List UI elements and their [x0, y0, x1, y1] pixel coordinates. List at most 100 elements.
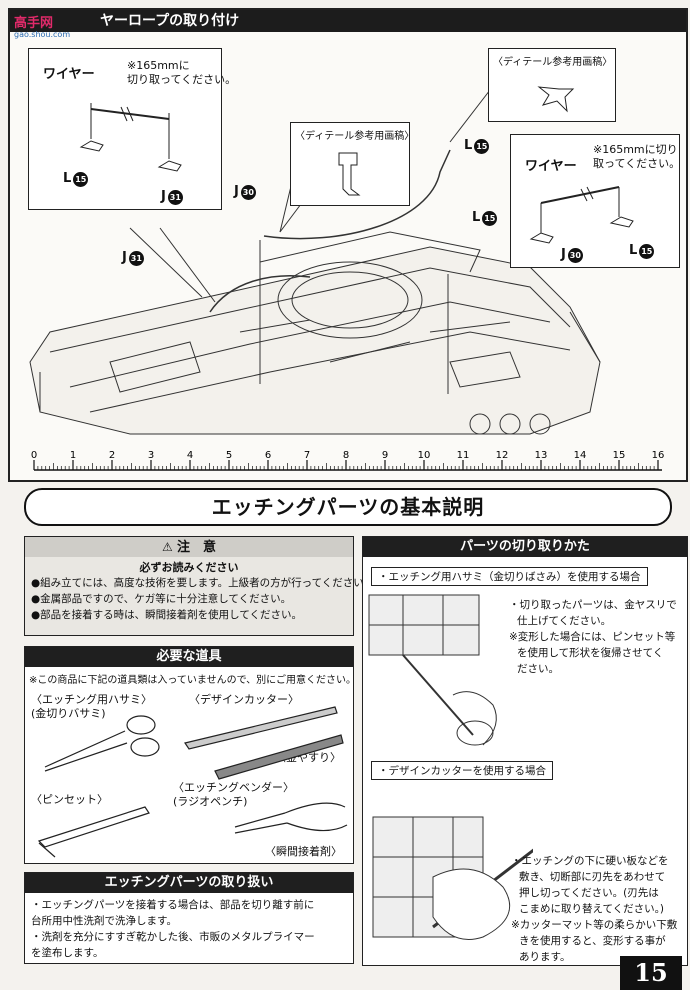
part-letter: L — [629, 243, 638, 258]
part-number-badge: 30 — [240, 185, 256, 200]
tools-note: ※この商品に下記の道具類は入っていませんので、別にご用意ください。 — [29, 675, 356, 686]
part-letter: J — [234, 184, 239, 199]
note-line: 仕上げてください。 — [517, 615, 612, 627]
ruler-label: 1 — [70, 450, 76, 461]
ruler-label: 15 — [613, 450, 626, 461]
wire-length-note-1: ※165mmに — [127, 59, 190, 72]
part-letter: J — [561, 247, 566, 262]
note-line: ・エッチングの下に硬い板などを — [511, 855, 669, 867]
ruler-label: 12 — [496, 450, 509, 461]
wire-label: ワイヤー — [43, 67, 95, 82]
etching-parts-title: エッチングパーツの基本説明 — [24, 488, 672, 526]
tank-illustration — [29, 89, 601, 435]
ruler-label: 3 — [148, 450, 154, 461]
part-number-badge: 31 — [167, 190, 183, 205]
ruler-label: 8 — [343, 450, 349, 461]
detail-reference-box-1: 〈ディテール参考用画稿〉 — [290, 122, 414, 206]
part-number-badge: 15 — [482, 211, 498, 226]
part-letter: L — [464, 138, 473, 153]
ruler-label: 10 — [418, 450, 431, 461]
part-letter: L — [472, 210, 481, 225]
wire-diagram — [79, 103, 182, 172]
handling-item: ・洗剤を充分にすすぎ乾かした後、市販のメタルプライマー — [31, 931, 315, 943]
wire-diagram — [529, 186, 634, 244]
detail-ref-label: 〈ディテール参考用画稿〉 — [493, 57, 613, 68]
tweezers-label: 〈ピンセット〉 — [31, 793, 108, 806]
part-number-badge: 15 — [639, 244, 655, 259]
scissors-sublabel: (金切りバサミ) — [31, 707, 106, 720]
site-logo: 高手网 gao.shou.com — [14, 12, 70, 39]
logo-url: gao.shou.com — [14, 30, 71, 39]
detail-part-drawing — [537, 86, 575, 113]
ruler-label: 0 — [31, 450, 37, 461]
page-number: 15 — [620, 956, 682, 990]
ruler-label: 9 — [382, 450, 388, 461]
section-header: ヤーロープの取り付け — [10, 10, 686, 32]
handling-panel: エッチングパーツの取り扱い ・エッチングパーツを接着する場合は、部品を切り離す前… — [24, 872, 354, 964]
part-number-badge: 15 — [474, 139, 490, 154]
note-line: ※カッターマット等の柔らかい下敷 — [511, 919, 678, 931]
wire-length-note-1: ※165mmに切り — [593, 143, 678, 156]
caution-item: ●組み立てには、高度な技術を要します。上級者の方が行ってください。 — [31, 577, 375, 589]
scissors-cutting-illustration — [368, 594, 497, 746]
ruler-label: 4 — [187, 450, 193, 461]
caution-item: ●部品を接着する時は、瞬間接着剤を使用してください。 — [31, 609, 303, 621]
ruler-label: 7 — [304, 450, 310, 461]
ruler-label: 13 — [535, 450, 548, 461]
wire-rope-section: ヤーロープの取り付け 高手网 gao.shou.com — [8, 8, 688, 482]
cutting-panel: パーツの切り取りかた ・エッチング用ハサミ（金切りばさみ）を使用する場合 ・切り… — [362, 536, 688, 966]
cutter-case-notes: ・エッチングの下に硬い板などを 敷き、切断部に刃先をあわせて 押し切ってください… — [511, 853, 677, 965]
part-letter: L — [63, 171, 72, 186]
logo-text: 高手网 — [14, 16, 54, 31]
note-line: を使用して形状を復帰させてく — [517, 647, 664, 659]
handling-item: を塗布します。 — [31, 947, 104, 959]
section-title: ヤーロープの取り付け — [100, 13, 240, 29]
part-number-badge: 31 — [128, 251, 144, 266]
part-number-badge: 30 — [567, 248, 583, 263]
ruler-label: 14 — [574, 450, 587, 461]
note-line: きを使用すると、変形する事が — [519, 935, 666, 947]
tools-header: 必要な道具 — [25, 647, 353, 667]
caution-title: 注 意 — [176, 540, 216, 555]
scissors-case-label: ・エッチング用ハサミ（金切りばさみ）を使用する場合 — [371, 567, 648, 586]
wire-length-note-2: 切り取ってください。 — [127, 73, 237, 86]
note-line: 押し切ってください。(刃先は — [519, 887, 659, 899]
note-line: 敷き、切断部に刃先をあわせて — [519, 871, 666, 883]
detail-reference-box-2: 〈ディテール参考用画稿〉 — [488, 48, 616, 122]
tools-panel: 必要な道具 ※この商品に下記の道具類は入っていませんので、別にご用意ください。 … — [24, 646, 356, 864]
warning-icon: ⚠ — [162, 540, 177, 554]
handling-item: ・エッチングパーツを接着する場合は、部品を切り離す前に — [31, 899, 315, 911]
handling-list: ・エッチングパーツを接着する場合は、部品を切り離す前に 台所用中性洗剤で洗浄しま… — [25, 893, 353, 965]
detail-ref-label: 〈ディテール参考用画稿〉 — [295, 131, 415, 142]
cutting-header: パーツの切り取りかた — [363, 537, 687, 557]
handling-item: 台所用中性洗剤で洗浄します。 — [31, 915, 177, 927]
glue-label: 〈瞬間接着剤〉 — [265, 845, 342, 858]
scissors-label: 〈エッチング用ハサミ〉 — [31, 693, 152, 706]
ruler-label: 16 — [652, 450, 665, 461]
tools-illustration — [37, 706, 348, 858]
scissors-icon — [44, 730, 128, 772]
ruler-label: 6 — [265, 450, 271, 461]
caution-panel: ⚠ 注 意 必ずお読みください ●組み立てには、高度な技術を要します。上級者の方… — [24, 536, 375, 636]
part-number-badge: 15 — [73, 172, 89, 187]
cutter-case-label: ・デザインカッターを使用する場合 — [371, 761, 553, 780]
caution-list: ●組み立てには、高度な技術を要します。上級者の方が行ってください。 ●金属部品で… — [25, 575, 375, 623]
caution-header: ⚠ 注 意 — [25, 537, 353, 557]
note-line: ・切り取ったパーツは、金ヤスリで — [509, 599, 677, 611]
wire-length-note-2: 取ってください。 — [593, 157, 681, 170]
caution-item: ●金属部品ですので、ケガ等に十分注意してください。 — [31, 593, 292, 605]
handling-header: エッチングパーツの取り扱い — [25, 873, 353, 893]
caution-subtitle: 必ずお読みください — [139, 561, 239, 574]
ruler-label: 11 — [457, 450, 470, 461]
note-line: あります。 — [519, 951, 571, 963]
note-line: こまめに取り替えてください。) — [519, 903, 665, 915]
cutter-cutting-illustration — [372, 816, 533, 940]
